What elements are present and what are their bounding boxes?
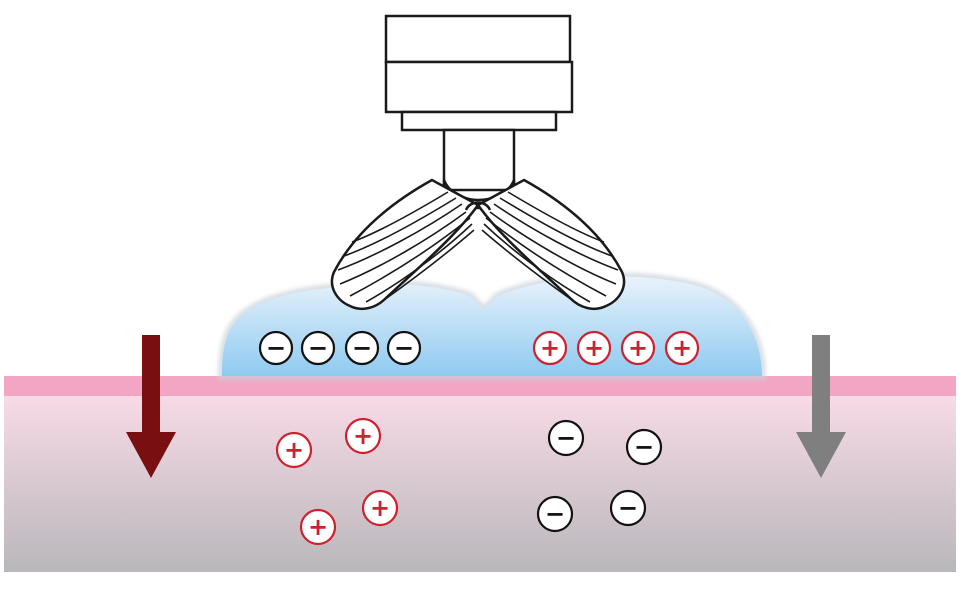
- gel-negative-ion-symbol: −: [352, 334, 372, 362]
- skin-negative-ion-symbol: −: [634, 433, 654, 461]
- charge-ions: −−−−++++++++−−−−: [258, 330, 700, 546]
- skin-negative-ion: −: [547, 419, 585, 457]
- gel-positive-ion-symbol: +: [628, 334, 648, 362]
- skin-negative-ion: −: [609, 489, 647, 527]
- skin-negative-ion-symbol: −: [618, 494, 638, 522]
- gel-negative-ion-symbol: −: [394, 334, 414, 362]
- skin-negative-ion-symbol: −: [556, 424, 576, 452]
- device-pivot: [464, 201, 492, 211]
- gel-negative-ion: −: [386, 330, 422, 366]
- gel-negative-ion: −: [258, 330, 294, 366]
- gel-positive-ion: +: [576, 330, 612, 366]
- device-collar: [400, 110, 558, 132]
- arrow-down-icon: [796, 335, 846, 478]
- right-electrode-head: [476, 178, 626, 310]
- gel-positive-ion: +: [532, 330, 568, 366]
- skin-positive-ion-symbol: +: [284, 436, 304, 464]
- gel-positive-ion-symbol: +: [540, 334, 560, 362]
- gel-negative-ion-symbol: −: [308, 334, 328, 362]
- skin-epidermis-layer: [4, 376, 956, 396]
- gel-negative-ion: −: [300, 330, 336, 366]
- skin-negative-ion-symbol: −: [545, 500, 565, 528]
- skin-positive-ion: +: [299, 508, 337, 546]
- device-body: [384, 60, 574, 114]
- skin-positive-ion: +: [275, 431, 313, 469]
- left-electrode-head: [330, 178, 480, 310]
- device-shaft: [442, 128, 516, 192]
- skin-positive-ion-symbol: +: [308, 513, 328, 541]
- skin-dermis: [4, 394, 956, 572]
- dual-electrode-probe-icon: [330, 14, 626, 310]
- skin-positive-ion-symbol: +: [370, 494, 390, 522]
- skin-positive-ion: +: [361, 489, 399, 527]
- gel-negative-ion: −: [344, 330, 380, 366]
- skin-positive-ion-symbol: +: [353, 422, 373, 450]
- gel-positive-ion: +: [620, 330, 656, 366]
- arrow-down-icon: [126, 335, 176, 478]
- skin-negative-ion: −: [536, 495, 574, 533]
- gel-positive-ion-symbol: +: [584, 334, 604, 362]
- gel-positive-ion-symbol: +: [672, 334, 692, 362]
- device-cap: [384, 14, 572, 64]
- gel-positive-ion: +: [664, 330, 700, 366]
- gel-negative-ion-symbol: −: [266, 334, 286, 362]
- skin-positive-ion: +: [344, 417, 382, 455]
- skin: [4, 376, 956, 572]
- skin-negative-ion: −: [625, 428, 663, 466]
